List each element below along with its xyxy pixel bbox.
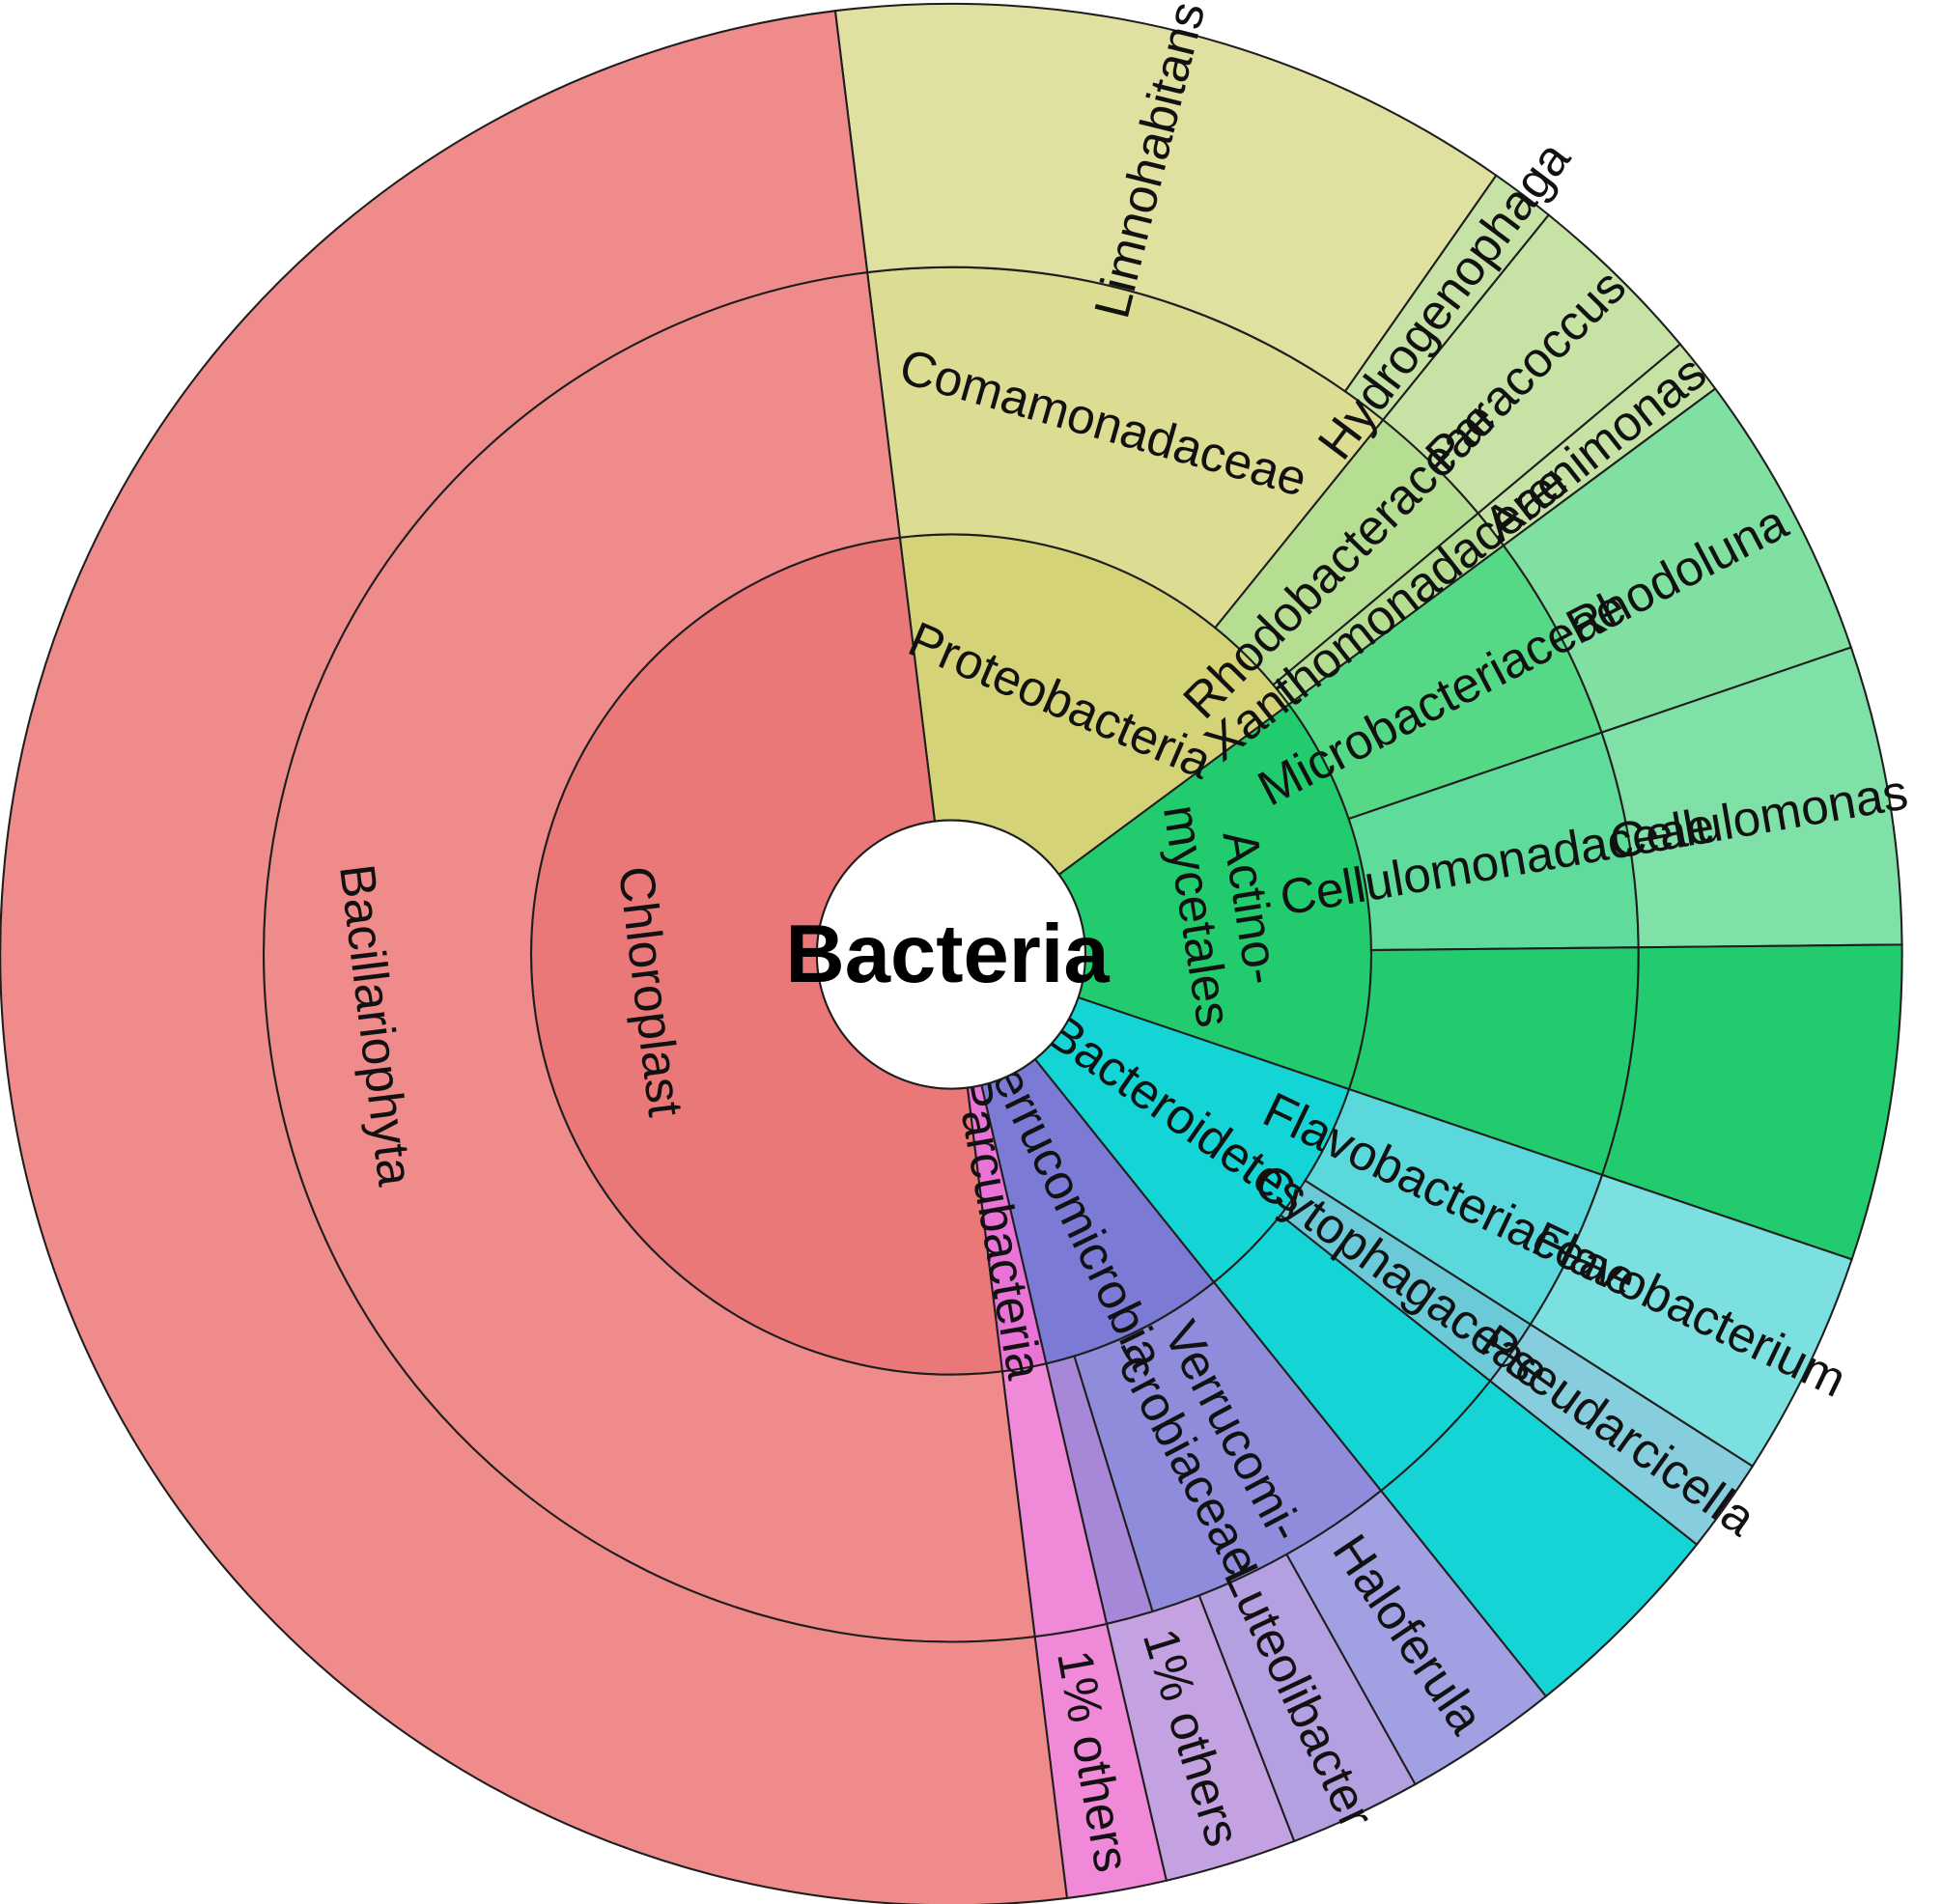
ring-genus	[0, 2, 1903, 1904]
ring-phylum	[530, 533, 1372, 1376]
ring-family	[263, 266, 1640, 1643]
root-label: Bacteria	[785, 909, 1110, 1000]
root-node[interactable]	[815, 819, 1086, 1090]
unlabeled-genus-14-segment[interactable]	[0, 10, 1069, 1904]
